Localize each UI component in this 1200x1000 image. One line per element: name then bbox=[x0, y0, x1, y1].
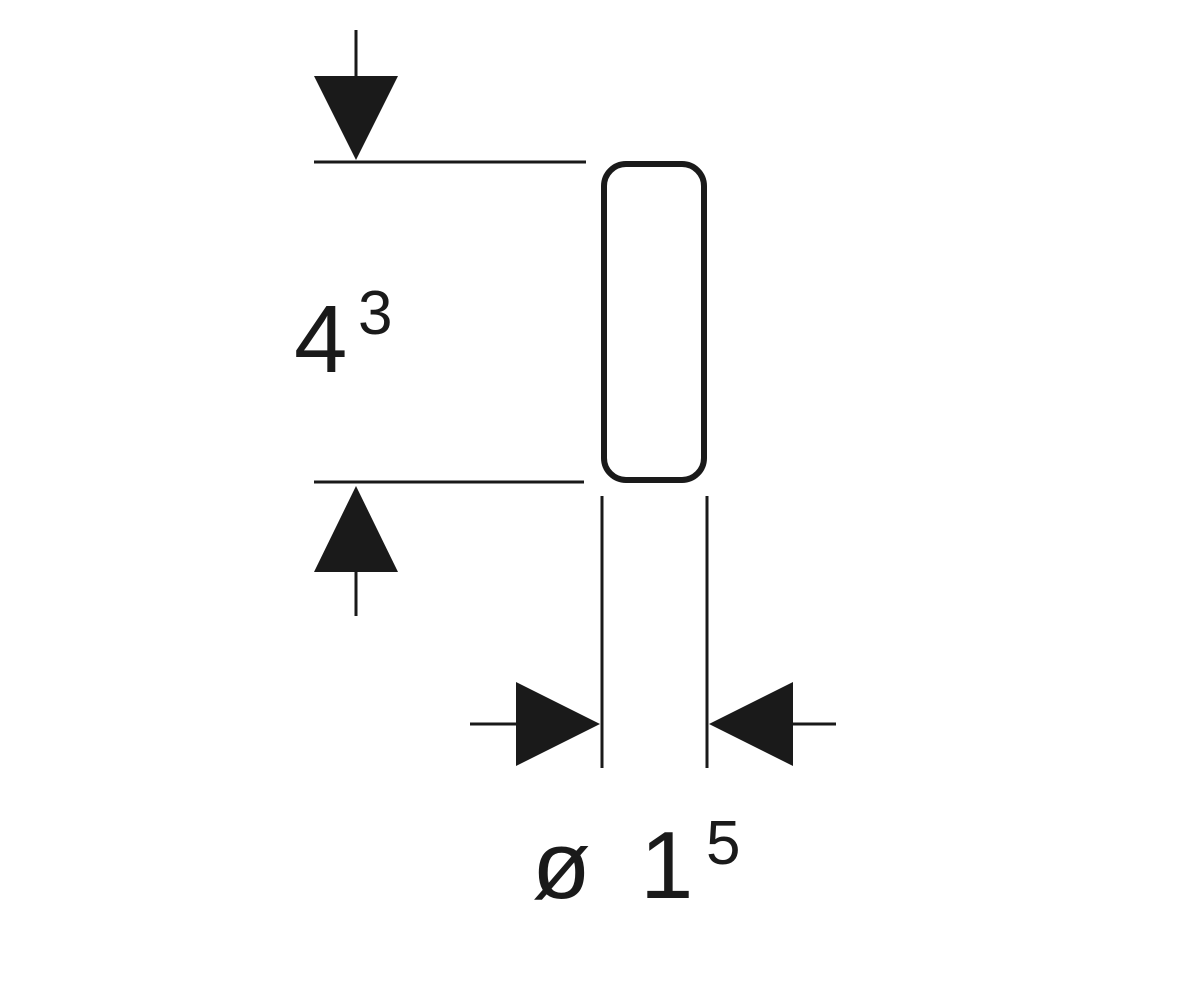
height-arrow-bottom-head bbox=[314, 486, 398, 572]
diameter-dimension-superscript: 5 bbox=[706, 809, 740, 878]
height-arrow-top-head bbox=[314, 76, 398, 160]
height-dimension-base: 4 bbox=[294, 286, 347, 393]
diameter-arrow-left-head bbox=[516, 682, 600, 766]
part-outline bbox=[601, 161, 707, 483]
diameter-arrow-right-head bbox=[709, 682, 793, 766]
height-dimension-superscript: 3 bbox=[358, 279, 392, 348]
diameter-dimension-base: 1 bbox=[640, 812, 693, 919]
height-dimension-label: 4 3 bbox=[294, 279, 392, 393]
diameter-dimension-label: ø 1 5 bbox=[532, 809, 740, 919]
diameter-symbol: ø bbox=[532, 812, 591, 919]
